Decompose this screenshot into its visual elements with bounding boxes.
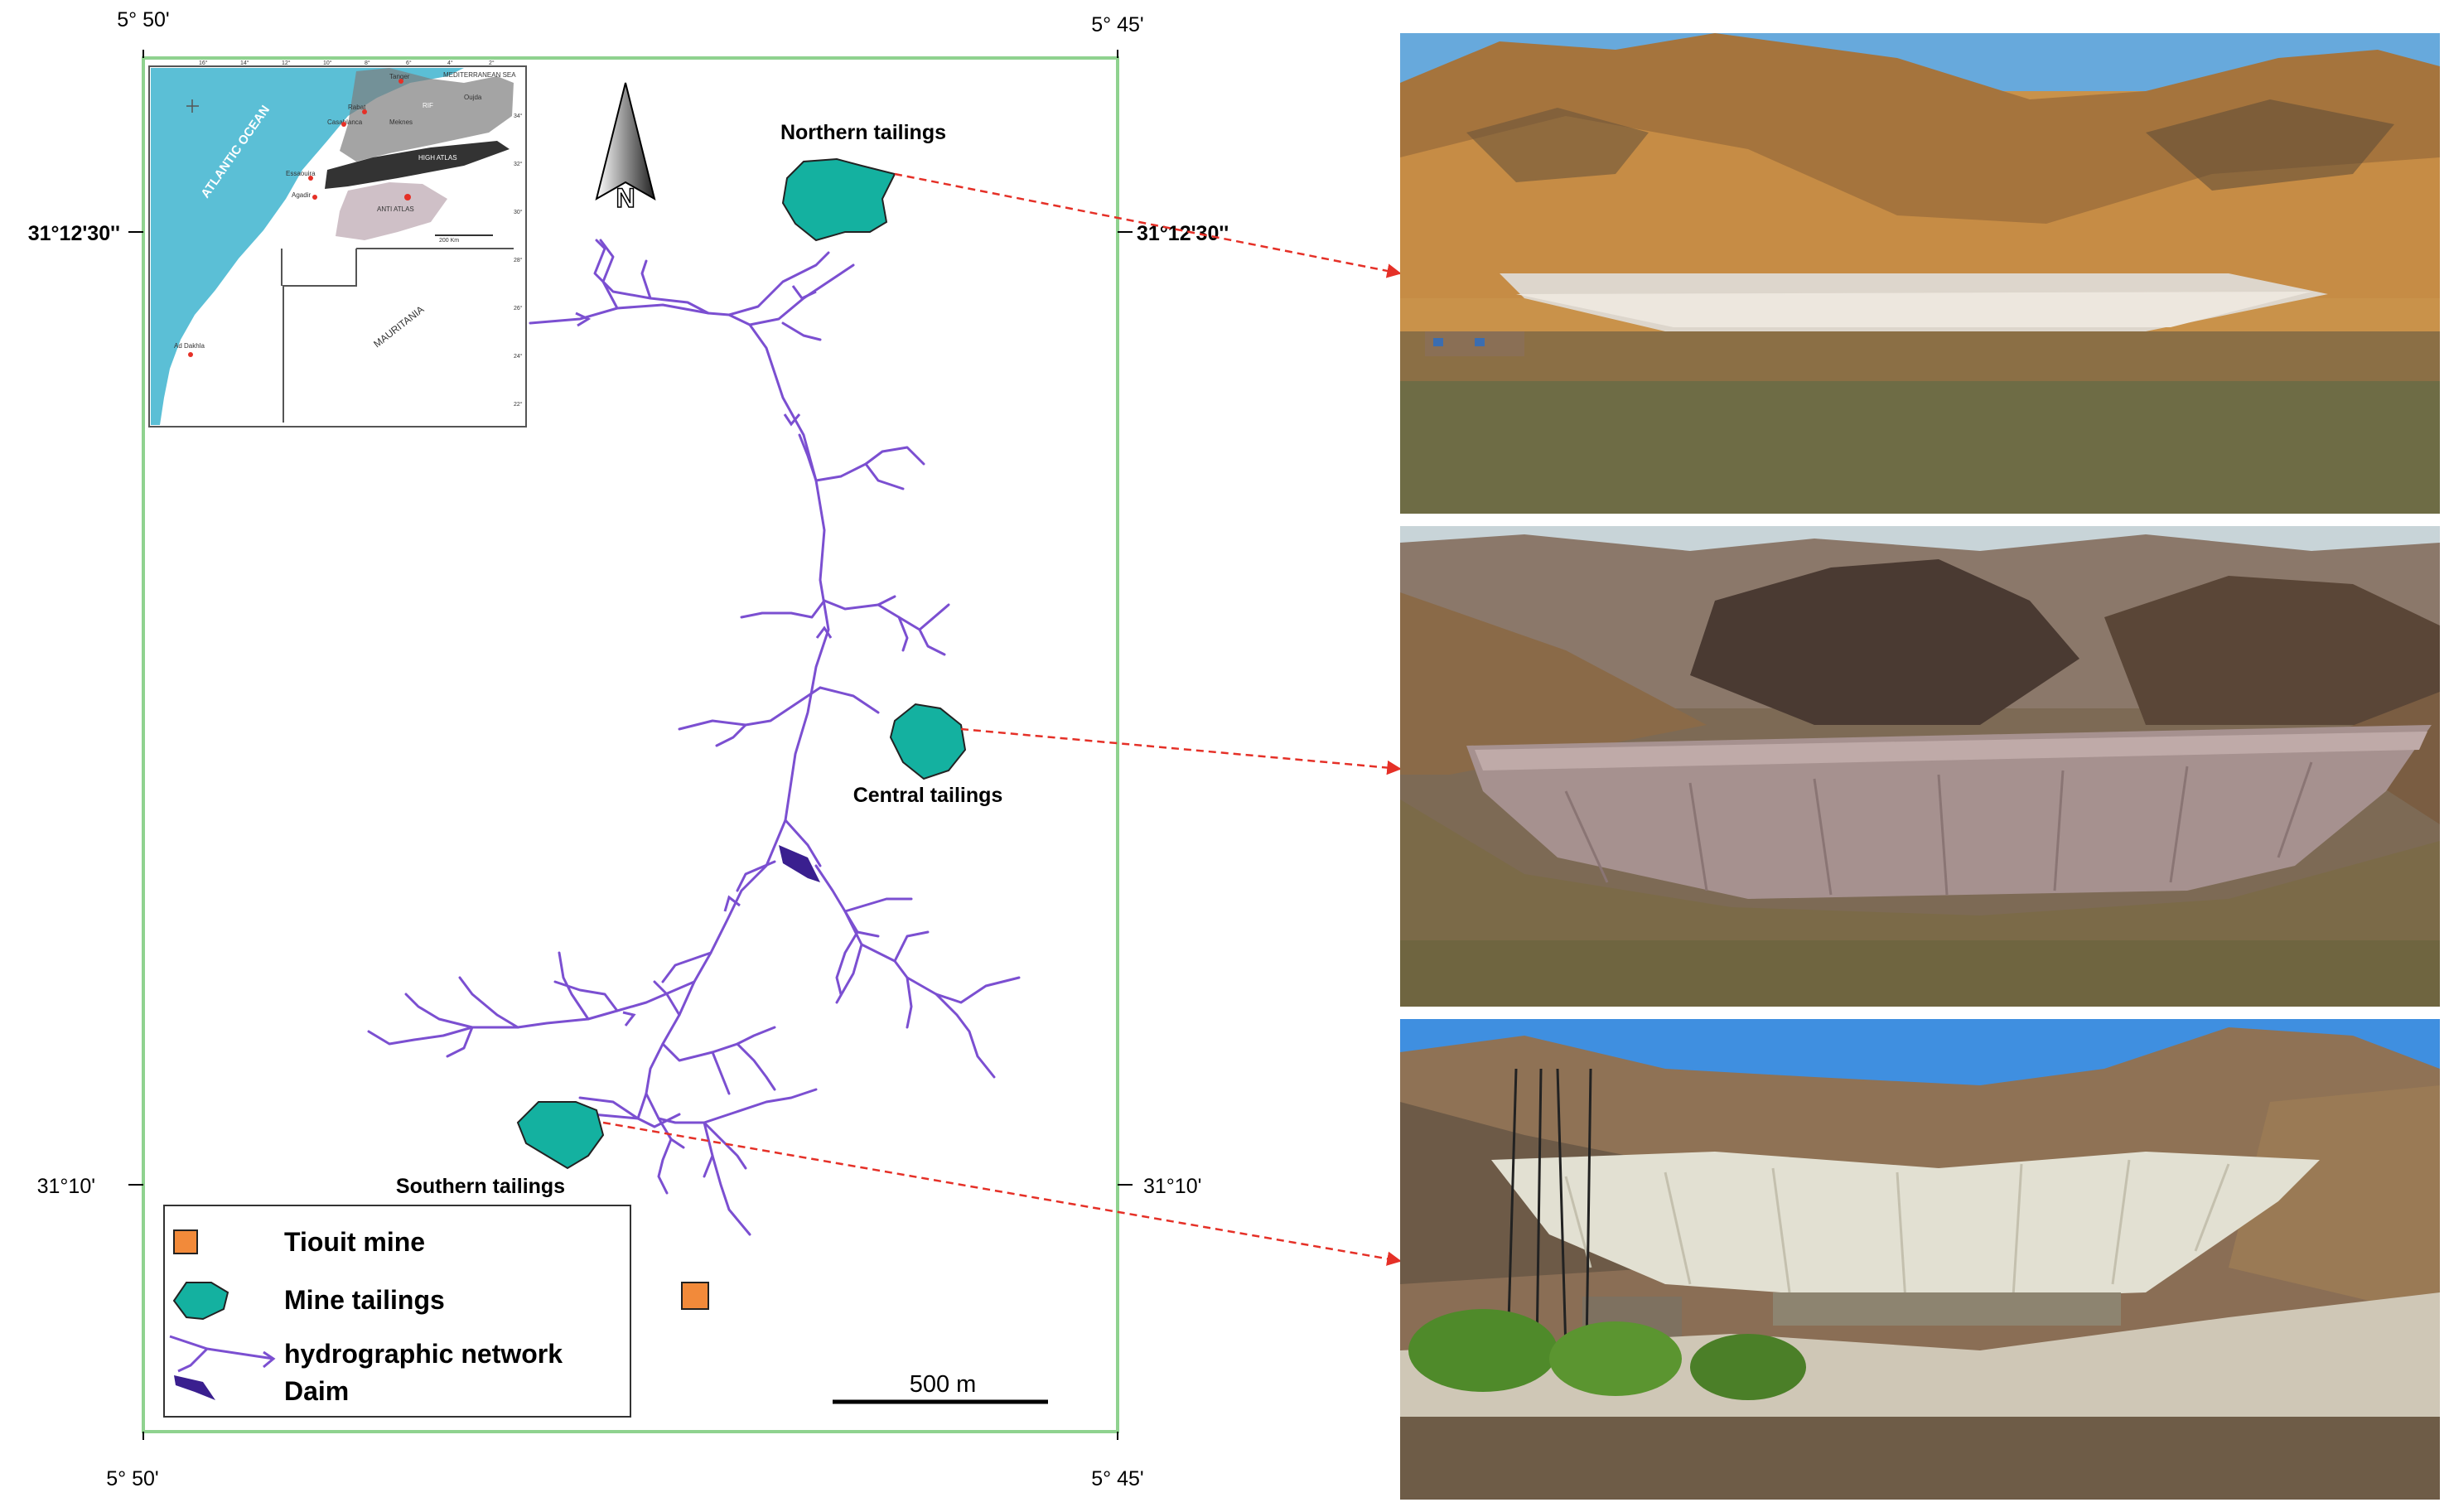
dam-symbol (779, 845, 820, 882)
inset-lat-tick-3: 30° (514, 209, 523, 215)
photo-central-tailings (1400, 526, 2440, 1007)
inset-region-rif: RIF (423, 102, 433, 109)
north-arrow: N (595, 82, 656, 214)
photo-northern-tailings (1400, 33, 2440, 514)
inset-city-oujda: Oujda (464, 94, 482, 101)
legend-mine-label: Tiouit mine (284, 1227, 425, 1257)
inset-lon-tick-1: 16° (199, 60, 208, 66)
inset-city-meknes: Meknes (389, 118, 413, 126)
inset-lon-tick-8: 2° (489, 60, 495, 66)
legend-network-swatch (169, 1335, 276, 1373)
southern-tailings-shape (516, 1101, 605, 1170)
northern-tailings-label: Northern tailings (780, 121, 946, 144)
central-tailings-label: Central tailings (853, 784, 1003, 807)
hydrographic-network (367, 239, 1021, 1236)
inset-lat-tick-7: 22° (514, 401, 523, 408)
photo-link-arrows (602, 172, 1400, 1266)
inset-city-dakhla: Ad Dakhla (174, 342, 205, 350)
legend-mine-swatch (173, 1229, 198, 1254)
inset-scale-label: 200 Km (439, 238, 459, 244)
scale-bar-label: 500 m (910, 1371, 977, 1398)
flow-arrows (575, 285, 833, 1027)
coord-top-right: 5° 45' (1091, 13, 1143, 36)
inset-city-tanger: Tanger (389, 73, 410, 80)
inset-lon-tick-4: 10° (323, 60, 332, 66)
frame-ticks (128, 50, 1133, 1440)
legend-tailings-label: Mine tailings (284, 1285, 445, 1315)
inset-lat-tick-2: 32° (514, 161, 523, 167)
inset-region-high-atlas: HIGH ATLAS (418, 154, 457, 162)
southern-tailings-label: Southern tailings (396, 1175, 565, 1198)
inset-lon-tick-6: 6° (406, 60, 412, 66)
coord-top-left: 5° 50' (117, 8, 169, 31)
inset-city-essaouira: Essaouira (286, 170, 316, 177)
legend-network-label: hydrographic network (284, 1339, 563, 1369)
central-tailings-shape (889, 703, 967, 780)
rif-region (340, 68, 514, 162)
study-area-map: 5° 50' 5° 45' 5° 50' 5° 45' 31°12'30'' 3… (28, 8, 1400, 1490)
northern-tailings-shape (781, 157, 896, 242)
scale-bar: 500 m (833, 1371, 1048, 1404)
inset-lon-tick-7: 4° (447, 60, 453, 66)
inset-lon-tick-3: 12° (282, 60, 291, 66)
mauritania-border (283, 249, 357, 423)
legend-tailings-swatch (172, 1282, 229, 1321)
lat-upper-left: 31°12'30'' (28, 222, 120, 245)
inset-city-agadir: Agadir (292, 191, 311, 199)
ocean-area (151, 68, 464, 425)
photo-southern-tailings (1400, 1019, 2440, 1500)
lat-lower-right: 31°10' (1143, 1175, 1201, 1198)
lat-upper-right: 31°12'30'' (1137, 222, 1229, 245)
coord-bottom-right: 5° 45' (1091, 1467, 1143, 1490)
high-atlas-region (325, 141, 510, 189)
inset-sea-label: MEDITERRANEAN SEA (443, 71, 516, 79)
inset-lat-tick-6: 24° (514, 353, 523, 360)
legend-dam-label: Daim (284, 1376, 349, 1406)
coord-bottom-left: 5° 50' (106, 1467, 158, 1490)
inset-lat-tick-5: 26° (514, 305, 523, 312)
inset-city-rabat: Rabat (348, 104, 366, 111)
tiouit-mine-marker (681, 1282, 709, 1310)
inset-map-morocco: ATLANTIC OCEAN MEDITERRANEAN SEA MAURITA… (148, 60, 527, 428)
svg-text:N: N (616, 183, 635, 213)
inset-region-anti-atlas: ANTI ATLAS (377, 205, 414, 213)
inset-lat-tick-4: 28° (514, 257, 523, 263)
lat-lower-left: 31°10' (37, 1175, 95, 1198)
legend-dam-swatch (174, 1375, 215, 1400)
legend: Tiouit mine Mine tailings hydrographic n… (163, 1205, 631, 1418)
inset-lon-tick-2: 14° (240, 60, 249, 66)
inset-lat-tick-1: 34° (514, 113, 523, 119)
inset-lon-tick-5: 8° (365, 60, 370, 66)
anti-atlas-region (336, 182, 447, 240)
